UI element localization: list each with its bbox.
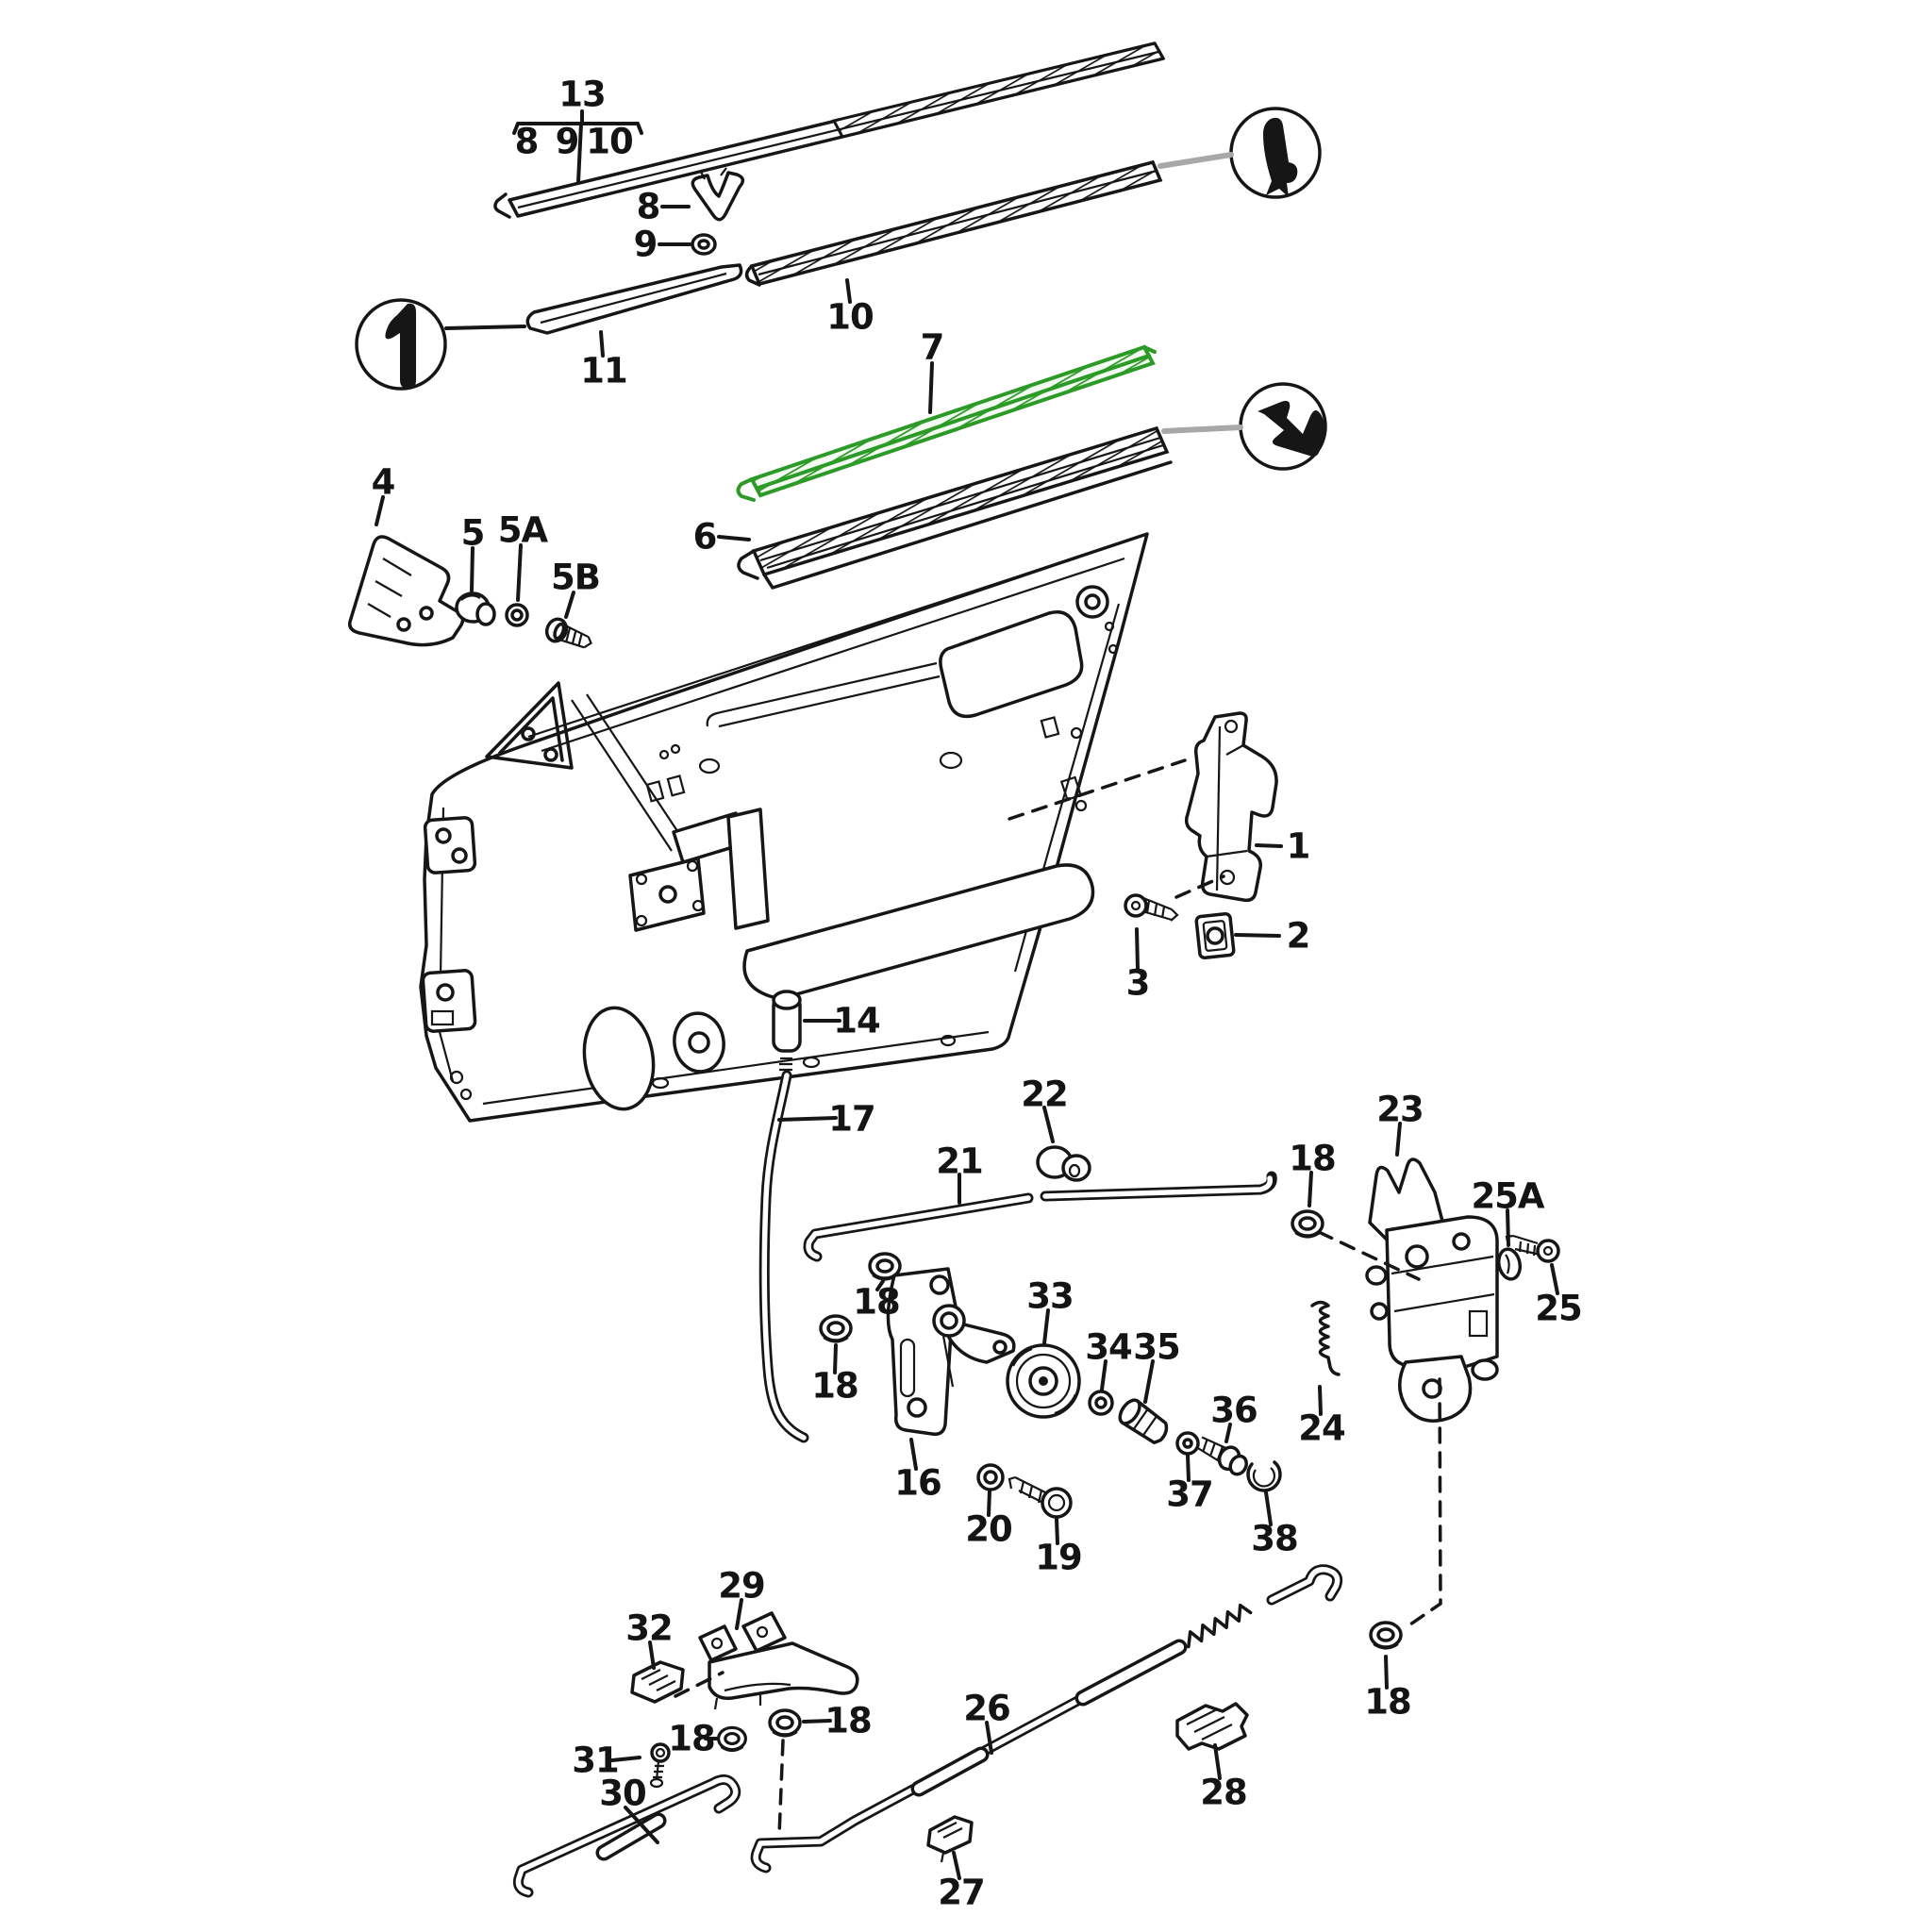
- bolt-19: [1008, 1475, 1073, 1519]
- part-label-36: 36: [1210, 1390, 1257, 1431]
- callout-circle-1-icon: [355, 298, 526, 391]
- part-label-3: 3: [1125, 962, 1151, 1004]
- striker-bracket-1: [1184, 711, 1278, 903]
- clip-32: [630, 1660, 685, 1704]
- callout-circle-3-icon: [1161, 382, 1327, 471]
- part-label-1: 1: [1286, 825, 1311, 867]
- part-label-13: 13: [558, 74, 606, 115]
- nut-9: [691, 233, 717, 256]
- label-13-bracket: [512, 109, 643, 184]
- clip-28: [1175, 1702, 1249, 1751]
- part-label-18c: 18: [811, 1365, 858, 1407]
- lock-rod-21: [803, 1171, 1277, 1262]
- assembly-dashed-lines: [674, 758, 1442, 1838]
- grommet-5: [455, 591, 496, 626]
- part-label-24: 24: [1298, 1407, 1345, 1449]
- spring-24: [1310, 1300, 1341, 1376]
- screw-5b: [544, 617, 592, 649]
- part-label-9: 9: [633, 224, 658, 265]
- trim-strip-11: [525, 263, 743, 335]
- washer-20: [976, 1463, 1005, 1491]
- part-label-35: 35: [1133, 1326, 1180, 1368]
- latch-assembly-23: [1365, 1158, 1499, 1423]
- part-label-26: 26: [963, 1688, 1010, 1729]
- part-label-37: 37: [1166, 1474, 1213, 1515]
- plug-35: [1118, 1398, 1169, 1445]
- clip-8: [691, 167, 745, 222]
- screw-3: [1124, 893, 1179, 922]
- lock-knob-14: [772, 990, 802, 1072]
- clip-27: [926, 1815, 974, 1863]
- cap-38: [1246, 1460, 1282, 1492]
- part-label-g9: 9: [555, 121, 580, 162]
- door-panel: [419, 532, 1149, 1123]
- part-label-23: 23: [1376, 1089, 1424, 1130]
- screw-25: [1505, 1234, 1560, 1263]
- part-label-27: 27: [938, 1872, 985, 1913]
- part-label-17: 17: [828, 1098, 875, 1140]
- screw-36: [1195, 1436, 1248, 1476]
- washer-34: [1088, 1390, 1114, 1416]
- part-label-6: 6: [692, 516, 718, 558]
- part-label-18e: 18: [824, 1700, 872, 1741]
- nut-5a: [505, 603, 529, 627]
- handle-bracket-29: [698, 1611, 859, 1710]
- connecting-rod-26: [750, 1564, 1343, 1874]
- part-label-g10: 10: [586, 121, 633, 162]
- callout-circle-2-icon: [1158, 107, 1322, 199]
- bellcrank-bracket-16: [886, 1267, 1016, 1437]
- part-label-18d: 18: [668, 1718, 715, 1759]
- part-label-11: 11: [580, 350, 627, 391]
- part-label-21: 21: [936, 1141, 983, 1182]
- pulley-33: [1006, 1343, 1081, 1419]
- clip-2: [1194, 911, 1236, 960]
- part-label-g8: 8: [514, 121, 540, 162]
- part-label-2: 2: [1286, 915, 1311, 957]
- part-label-16: 16: [894, 1462, 941, 1504]
- label-leader-lines: [375, 205, 1559, 1880]
- part-label-32: 32: [625, 1607, 673, 1649]
- trim-strip-10: [744, 159, 1163, 287]
- part-label-29: 29: [718, 1565, 765, 1607]
- part-label-28: 28: [1200, 1772, 1247, 1813]
- part-label-5A: 5A: [497, 509, 548, 551]
- part-label-8: 8: [636, 186, 661, 227]
- part-label-4: 4: [371, 461, 396, 503]
- trim-strip-6: [737, 425, 1173, 590]
- part-label-22: 22: [1021, 1074, 1068, 1115]
- part-label-14: 14: [833, 1000, 880, 1041]
- lock-rod-30: [513, 1774, 741, 1898]
- part-label-25A: 25A: [1471, 1175, 1544, 1217]
- part-label-7: 7: [920, 326, 945, 368]
- trim-strip-13: [493, 42, 1166, 219]
- screw-31: [649, 1742, 671, 1789]
- trim-strip-7-highlighted: [736, 344, 1157, 502]
- part-label-18f: 18: [1364, 1681, 1411, 1723]
- part-label-30: 30: [599, 1773, 646, 1814]
- part-label-18b: 18: [853, 1281, 900, 1323]
- part-label-38: 38: [1251, 1518, 1298, 1559]
- clip-22: [1036, 1145, 1091, 1182]
- part-label-10: 10: [826, 296, 874, 338]
- part-label-25: 25: [1535, 1288, 1582, 1329]
- part-label-33: 33: [1026, 1275, 1074, 1317]
- washer-25a: [1496, 1247, 1523, 1281]
- part-label-19: 19: [1035, 1537, 1082, 1578]
- part-label-20: 20: [965, 1508, 1012, 1550]
- lock-rod-17: [758, 1070, 809, 1443]
- part-label-18a: 18: [1289, 1138, 1336, 1179]
- part-label-5: 5: [460, 512, 486, 554]
- part-label-34: 34: [1085, 1326, 1132, 1368]
- part-label-31: 31: [572, 1740, 619, 1781]
- part-label-5B: 5B: [551, 557, 601, 598]
